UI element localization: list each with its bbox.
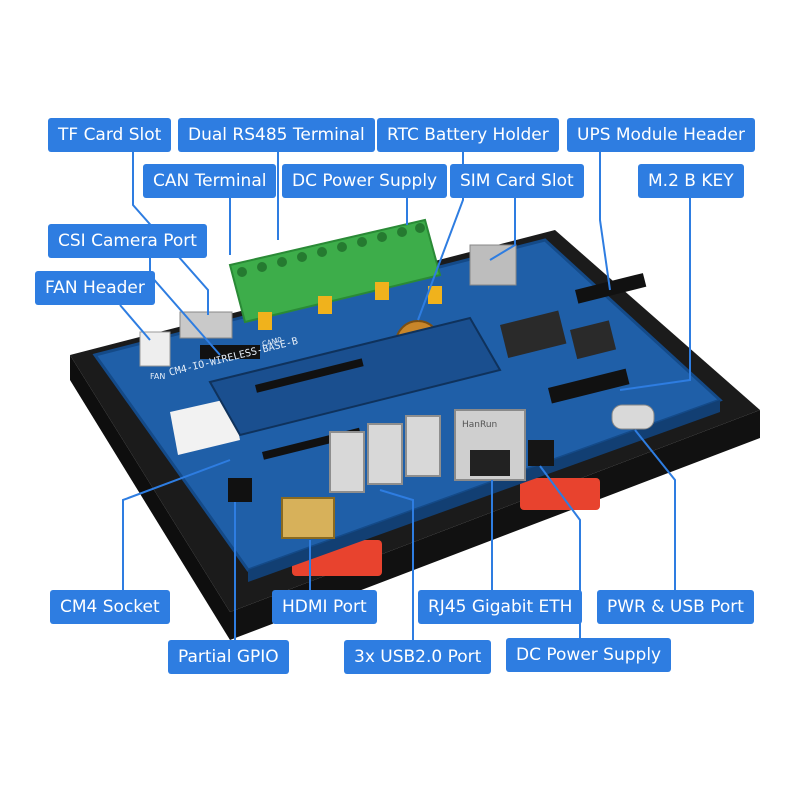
- label-ups-module-header: UPS Module Header: [567, 118, 756, 152]
- enclosure-side: [70, 355, 230, 640]
- label-dc-power-supply-top: DC Power Supply: [282, 164, 448, 198]
- leader-pwr: [634, 429, 676, 590]
- sim-slot: [469, 244, 517, 286]
- leader-fan: [119, 304, 151, 341]
- terminal-block: [228, 218, 442, 324]
- label-usb-ports: 3x USB2.0 Port: [344, 640, 492, 674]
- leader-cm4: [122, 459, 231, 590]
- enclosure-front: [230, 410, 760, 640]
- pcb-shade: [248, 400, 720, 582]
- label-pwr-usb-port: PWR & USB Port: [597, 590, 754, 624]
- label-partial-gpio: Partial GPIO: [168, 640, 289, 674]
- terminal-screws: [237, 223, 425, 277]
- leader-usb: [379, 489, 414, 640]
- silkscreen-eth-chip: HanRun: [462, 420, 498, 430]
- label-can-terminal: CAN Terminal: [143, 164, 277, 198]
- ic-1: [500, 310, 567, 358]
- silkscreen-fan: FAN: [150, 372, 166, 381]
- leader-ups: [599, 152, 611, 291]
- m2-slot: [547, 368, 630, 404]
- label-csi-camera-port: CSI Camera Port: [48, 224, 207, 258]
- label-sim-card-slot: SIM Card Slot: [450, 164, 584, 198]
- label-cm4-socket: CM4 Socket: [50, 590, 170, 624]
- rj45-opening: [470, 450, 510, 476]
- label-dual-rs485-terminal: Dual RS485 Terminal: [178, 118, 375, 152]
- tf-slot: [179, 311, 233, 339]
- jumper-1: [258, 312, 272, 330]
- ic-2: [570, 320, 617, 360]
- label-hdmi-port: HDMI Port: [272, 590, 377, 624]
- cm4-socket-shape: [208, 316, 502, 437]
- usbc-shape: [611, 404, 655, 430]
- label-rtc-battery-holder: RTC Battery Holder: [377, 118, 559, 152]
- hdmi-shape: [281, 497, 335, 539]
- leader-m2: [619, 198, 691, 391]
- leader-sim: [489, 198, 516, 261]
- gpio-shape: [228, 478, 252, 502]
- fan-header-shape: [139, 331, 171, 367]
- jumper-2: [318, 296, 332, 314]
- jumper-4: [428, 286, 442, 304]
- label-dc-power-supply-bottom: DC Power Supply: [506, 638, 672, 672]
- cm4-connector-a: [254, 358, 364, 393]
- label-fan-header: FAN Header: [35, 271, 155, 305]
- jumper-3: [375, 282, 389, 300]
- dc-jack-shape: [528, 440, 554, 466]
- usb-stack: [329, 415, 441, 493]
- white-patch: [170, 398, 240, 455]
- label-m2-b-key: M.2 B KEY: [638, 164, 744, 198]
- label-tf-card-slot: TF Card Slot: [48, 118, 172, 152]
- label-rj45-gigabit-eth: RJ45 Gigabit ETH: [418, 590, 583, 624]
